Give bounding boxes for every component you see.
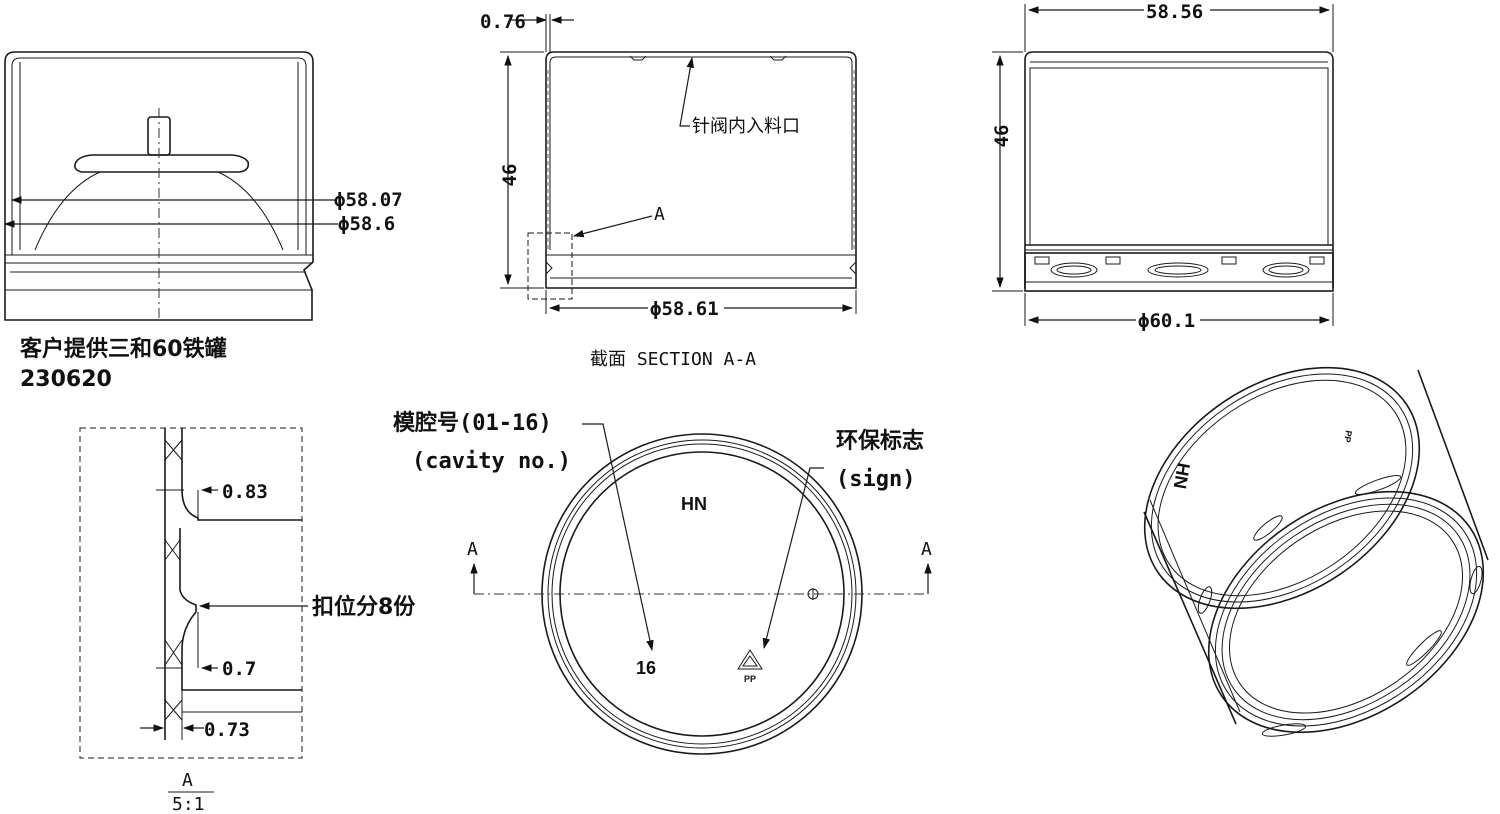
cavity-label-en: (cavity no.) bbox=[412, 449, 571, 474]
customer-note-date: 230620 bbox=[20, 367, 112, 392]
side-dim-height: 46 bbox=[991, 125, 1013, 148]
section-outer bbox=[545, 51, 857, 289]
side-view: 58.56 46 ϕ60.1 bbox=[991, 0, 1334, 332]
customer-note-title: 客户提供三和60铁罐 bbox=[20, 336, 227, 362]
recycle-icon: PP bbox=[737, 649, 763, 684]
cavity-number: 16 bbox=[636, 658, 656, 678]
side-dim-width: 58.56 bbox=[1146, 1, 1203, 23]
section-dim-wall: 0.76 bbox=[480, 11, 526, 33]
cap-inner-outline bbox=[11, 57, 307, 255]
detail-view: 0.83 扣位分8份 0.7 0.73 bbox=[79, 427, 416, 759]
front-dim-inner: ϕ58.07 bbox=[334, 189, 403, 211]
front-dim-outer: ϕ58.6 bbox=[338, 213, 395, 235]
section-dim-diameter: ϕ58.61 bbox=[650, 298, 719, 320]
side-dim-diameter: ϕ60.1 bbox=[1138, 310, 1195, 332]
section-dim-height: 46 bbox=[499, 164, 521, 187]
detail-dim-top: 0.83 bbox=[222, 481, 268, 503]
section-detail-ref: A bbox=[654, 204, 665, 225]
nozzle-flange bbox=[74, 154, 250, 173]
detail-caption-scale: 5:1 bbox=[172, 794, 205, 814]
snap-label: 扣位分8份 bbox=[312, 594, 416, 620]
sign-label-en: (sign) bbox=[836, 467, 915, 492]
cap-outer-outline bbox=[4, 51, 314, 321]
section-caption: 截面 SECTION A-A bbox=[590, 349, 756, 370]
top-view: A A HN 16 PP 模腔号(01-16) (cavity no.) 环保标… bbox=[393, 410, 932, 755]
section-mark-left: A bbox=[467, 539, 478, 560]
section-view: 0.76 46 ϕ58.61 针阀内入料口 A bbox=[480, 11, 857, 320]
recycle-mark: PP bbox=[744, 674, 756, 684]
cavity-label-cn: 模腔号(01-16) bbox=[393, 410, 552, 436]
iso-mark: HN bbox=[1170, 461, 1194, 490]
sign-label-cn: 环保标志 bbox=[836, 428, 924, 454]
detail-caption-letter: A bbox=[182, 770, 193, 791]
detail-dim-bottom: 0.73 bbox=[204, 719, 250, 741]
brand-mark: HN bbox=[681, 494, 707, 514]
svg-text:PP: PP bbox=[1342, 430, 1354, 444]
section-mark-right: A bbox=[921, 539, 932, 560]
front-view: ϕ58.07 ϕ58.6 bbox=[3, 51, 403, 321]
iso-view: HN PP bbox=[1143, 366, 1489, 737]
detail-dim-mid: 0.7 bbox=[222, 658, 256, 680]
gate-label: 针阀内入料口 bbox=[692, 116, 800, 137]
